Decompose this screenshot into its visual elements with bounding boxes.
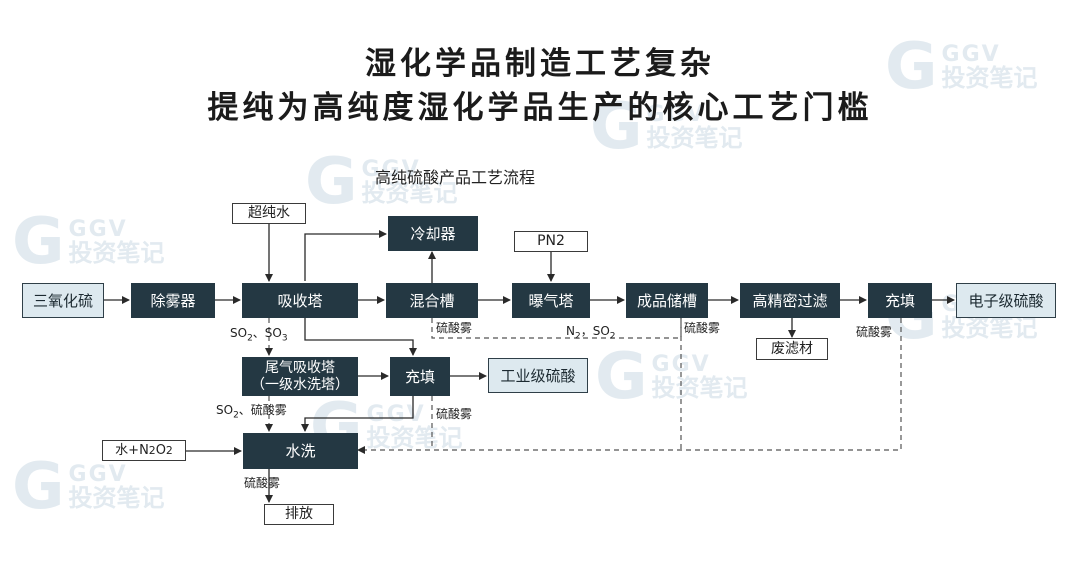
node-chongtian-main: 充填 bbox=[868, 283, 932, 318]
node-weiqixishouta: 尾气吸收塔 （一级水洗塔） bbox=[242, 357, 358, 396]
node-dianzijiliusuan: 电子级硫酸 bbox=[956, 283, 1056, 318]
label-so2-liusuanwu: SO2、硫酸雾 bbox=[216, 403, 287, 421]
node-chengpinchucao: 成品储槽 bbox=[626, 283, 708, 318]
label-liusuanwu-hunhe: 硫酸雾 bbox=[436, 321, 473, 335]
node-shuixi: 水洗 bbox=[243, 433, 358, 469]
arrow-chongtian-shuixi bbox=[301, 396, 414, 432]
label-liusuanwu-chongtian: 硫酸雾 bbox=[856, 325, 893, 339]
label-liusuanwu-chengpin: 硫酸雾 bbox=[684, 321, 721, 335]
node-chuwuqi: 除雾器 bbox=[131, 283, 215, 318]
node-chongtian-mid: 充填 bbox=[390, 357, 450, 396]
diagram-subtitle: 高纯硫酸产品工艺流程 bbox=[375, 168, 536, 187]
node-pn2: PN2 bbox=[514, 231, 588, 252]
node-gaojingmiguolv: 高精密过滤 bbox=[740, 283, 840, 318]
node-weiqi-line2: （一级水洗塔） bbox=[251, 376, 349, 393]
node-weiqi-line1: 尾气吸收塔 bbox=[265, 359, 335, 376]
arrow-to-lengqueqi bbox=[304, 230, 387, 281]
node-paifang: 排放 bbox=[264, 504, 334, 525]
node-sanyanghualiu: 三氧化硫 bbox=[22, 283, 104, 318]
node-lengqueqi: 冷却器 bbox=[388, 216, 478, 251]
node-gongyejiliusuan: 工业级硫酸 bbox=[488, 358, 588, 393]
node-chaochunshui: 超纯水 bbox=[232, 203, 306, 224]
node-xishouta: 吸收塔 bbox=[242, 283, 358, 318]
node-puqita: 曝气塔 bbox=[512, 283, 590, 318]
label-liusuanwu-mid: 硫酸雾 bbox=[436, 407, 473, 421]
label-liusuanwu-shuixi: 硫酸雾 bbox=[244, 476, 281, 490]
label-n2-so2: N2，SO2 bbox=[566, 324, 616, 342]
node-hunhecao: 混合槽 bbox=[386, 283, 478, 318]
arrow-xishou-chongtian bbox=[304, 318, 417, 356]
page-title-line2: 提纯为高纯度湿化学品生产的核心工艺门槛 bbox=[207, 90, 873, 126]
label-so2-so3: SO2、SO3 bbox=[230, 326, 288, 344]
page-title: 湿化学品制造工艺复杂 bbox=[365, 46, 715, 82]
node-feilvcai: 废滤材 bbox=[756, 338, 828, 360]
